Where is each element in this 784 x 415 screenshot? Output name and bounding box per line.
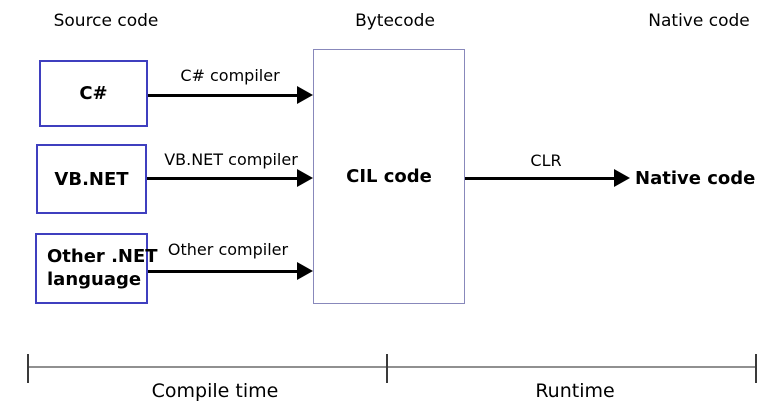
csharp-compiler-arrow-line [148,94,298,97]
vbnet-compiler-arrow-line [147,177,298,180]
other-compiler-arrow-line [148,270,298,273]
compile-time-label: Compile time [151,380,279,402]
arrow-head-icon [297,86,313,104]
csharp-compiler-arrow-label: C# compiler [180,66,280,85]
csharp-box: C# [39,60,148,127]
clr-arrow-label: CLR [530,151,562,170]
arrow-head-icon [614,169,630,187]
arrow-head-icon [297,262,313,280]
timeline-tick-middle [386,354,388,383]
timeline-tick-right [755,354,757,383]
native-code-output-label: Native code [635,168,756,189]
other-compiler-arrow-label: Other compiler [167,240,289,259]
timeline-tick-left [27,354,29,383]
cil-code-box: CIL code [313,49,465,304]
other-net-language-box: Other .NET language [35,233,158,304]
vbnet-compiler-arrow-label: VB.NET compiler [164,150,298,169]
runtime-label: Runtime [535,380,615,402]
timeline-line [28,366,757,368]
stage-label-native-code: Native code [648,11,750,31]
vbnet-box: VB.NET [36,144,147,214]
arrow-head-icon [297,169,313,187]
stage-label-source-code: Source code [53,11,159,31]
clr-arrow-line [465,177,615,180]
stage-label-bytecode: Bytecode [355,11,435,31]
